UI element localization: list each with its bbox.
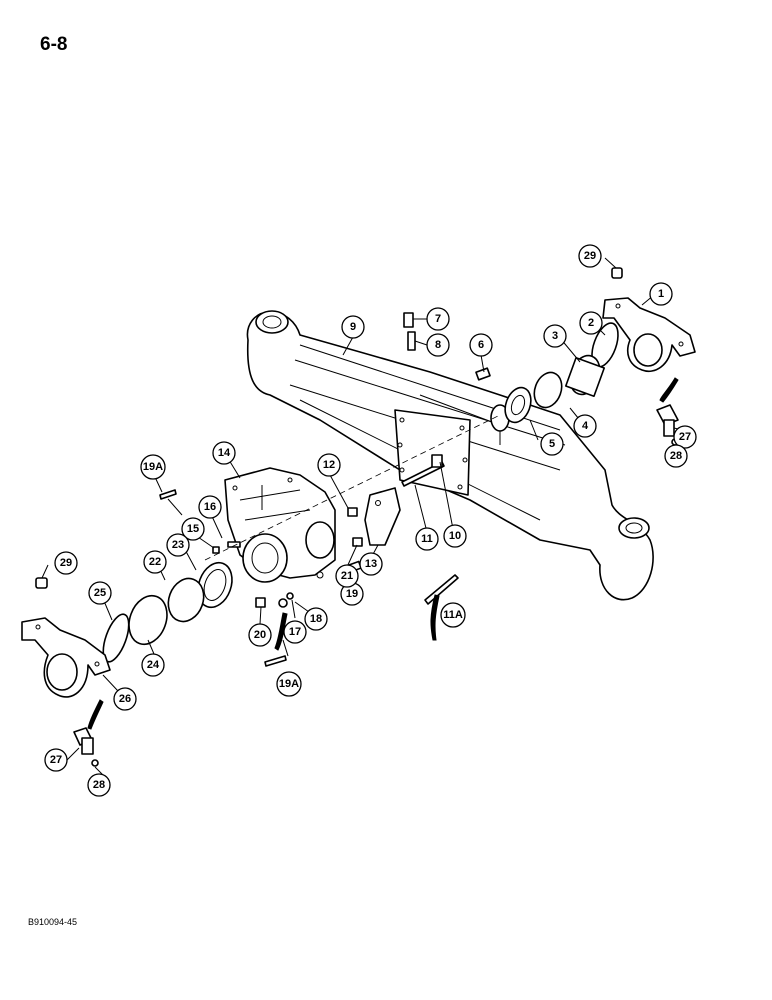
- page-number: 6-8: [40, 34, 68, 55]
- callout-27-left: 27: [44, 748, 68, 772]
- bearing-cap: [364, 487, 401, 546]
- callout-2: 2: [579, 311, 603, 335]
- callout-16: 16: [198, 495, 222, 519]
- callout-18: 18: [304, 607, 328, 631]
- callout-8: 8: [426, 333, 450, 357]
- callout-19a-top: 19A: [140, 454, 166, 480]
- callout-3: 3: [543, 324, 567, 348]
- svg-text:12: 12: [323, 459, 335, 471]
- svg-text:16: 16: [204, 501, 216, 513]
- svg-text:24: 24: [147, 659, 160, 671]
- svg-text:4: 4: [582, 420, 589, 432]
- callout-9: 9: [341, 315, 365, 339]
- callout-12: 12: [317, 453, 341, 477]
- svg-text:17: 17: [289, 626, 301, 638]
- svg-text:13: 13: [365, 558, 377, 570]
- svg-text:11A: 11A: [443, 609, 463, 621]
- axle-housing: [246, 310, 654, 601]
- svg-text:20: 20: [254, 629, 266, 641]
- callout-15: 15: [181, 517, 205, 541]
- right-pivot-cap: [602, 297, 696, 372]
- callout-6: 6: [469, 333, 493, 357]
- left-pivot-cap: [21, 617, 111, 698]
- svg-text:29: 29: [60, 557, 72, 569]
- callout-17: 17: [283, 620, 307, 644]
- svg-text:8: 8: [435, 339, 441, 351]
- svg-text:26: 26: [119, 693, 131, 705]
- left-hardware: [35, 577, 104, 767]
- callout-11: 11: [415, 527, 439, 551]
- callout-11a: 11A: [440, 602, 466, 628]
- svg-text:6: 6: [478, 339, 484, 351]
- leader-lines: [41, 257, 695, 781]
- callout-13: 13: [359, 552, 383, 576]
- right-bearing-stack: [504, 322, 619, 424]
- left-bearing-stack: [102, 561, 233, 663]
- callout-24: 24: [141, 653, 165, 677]
- svg-text:5: 5: [549, 438, 555, 450]
- callout-22: 22: [143, 550, 167, 574]
- callout-1: 1: [649, 282, 673, 306]
- callout-19a-bottom: 19A: [276, 671, 302, 697]
- svg-text:7: 7: [435, 313, 441, 325]
- svg-text:27: 27: [50, 754, 62, 766]
- svg-text:21: 21: [341, 570, 353, 582]
- svg-text:9: 9: [350, 321, 356, 333]
- svg-text:2: 2: [588, 317, 594, 329]
- callout-7: 7: [426, 307, 450, 331]
- center-hardware: [159, 454, 459, 667]
- svg-text:22: 22: [149, 556, 161, 568]
- callout-4: 4: [573, 414, 597, 438]
- callout-23: 23: [166, 533, 190, 557]
- svg-text:19A: 19A: [279, 678, 299, 690]
- svg-text:19A: 19A: [143, 461, 163, 473]
- svg-text:23: 23: [172, 539, 184, 551]
- svg-text:25: 25: [94, 587, 106, 599]
- svg-text:28: 28: [670, 450, 682, 462]
- svg-text:29: 29: [584, 250, 596, 262]
- svg-text:15: 15: [187, 523, 199, 535]
- callout-20: 20: [248, 623, 272, 647]
- svg-text:19: 19: [346, 588, 358, 600]
- svg-text:1: 1: [658, 288, 664, 300]
- callout-27-right: 27: [673, 425, 697, 449]
- svg-text:11: 11: [421, 533, 433, 545]
- callout-19: 19: [340, 582, 364, 606]
- callout-21: 21: [335, 564, 359, 588]
- callout-14: 14: [212, 441, 236, 465]
- figure-code: B910094-45: [28, 917, 78, 927]
- svg-text:3: 3: [552, 330, 558, 342]
- svg-text:10: 10: [449, 530, 461, 542]
- callout-28-left: 28: [87, 773, 111, 797]
- svg-text:14: 14: [218, 447, 231, 459]
- svg-text:27: 27: [679, 431, 691, 443]
- callout-5: 5: [540, 432, 564, 456]
- callout-10: 10: [443, 524, 467, 548]
- svg-text:18: 18: [310, 613, 322, 625]
- assembly-axis: [204, 414, 501, 561]
- callout-28-right: 28: [664, 444, 688, 468]
- svg-text:28: 28: [93, 779, 105, 791]
- differential-carrier: [224, 467, 336, 583]
- callout-25: 25: [88, 581, 112, 605]
- callout-26: 26: [113, 687, 137, 711]
- callout-29-left: 29: [54, 551, 78, 575]
- callout-29-right: 29: [578, 244, 602, 268]
